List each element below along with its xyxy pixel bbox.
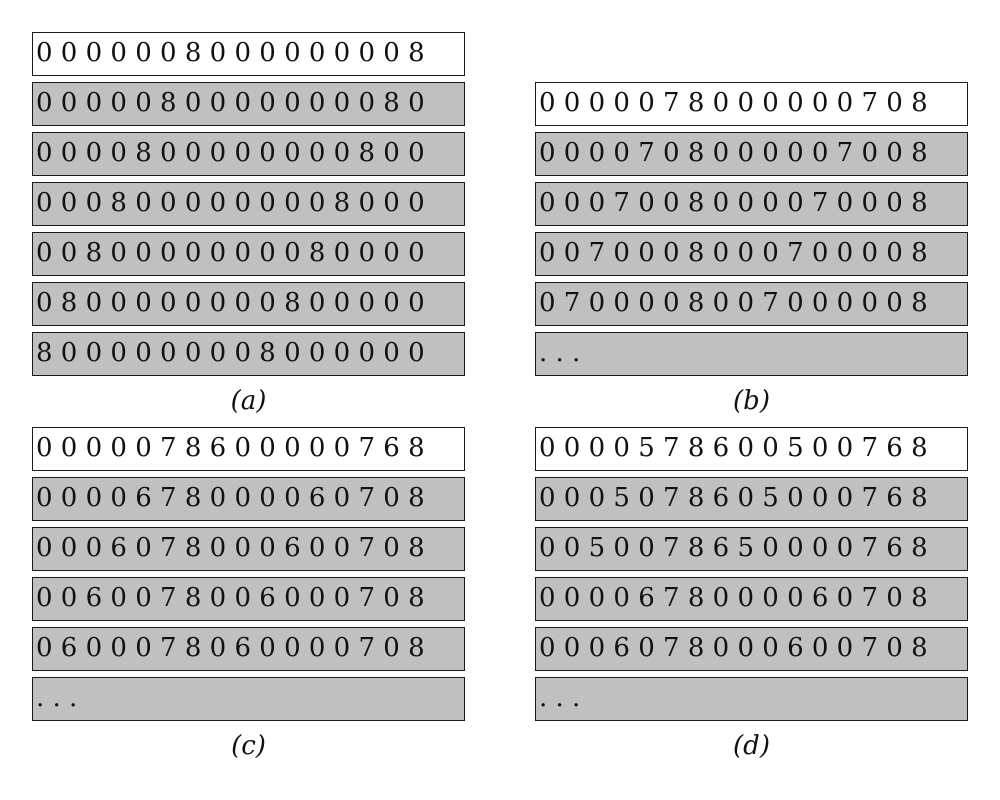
sequence-row: 0 0 0 6 0 7 8 0 0 0 6 0 0 7 0 8	[535, 627, 968, 671]
sequence-row: 0 7 0 0 0 0 8 0 0 7 0 0 0 0 0 8	[535, 282, 968, 326]
header-row: 0 0 0 0 0 7 8 6 0 0 0 0 0 7 6 8	[32, 427, 465, 471]
ellipsis-row: . . .	[32, 677, 465, 721]
sequence-row: 0 0 0 6 0 7 8 0 0 0 6 0 0 7 0 8	[32, 527, 465, 571]
sequence-row: 0 0 0 8 0 0 0 0 0 0 0 0 8 0 0 0	[32, 182, 465, 226]
sequence-row: 0 0 0 0 8 0 0 0 0 0 0 0 0 8 0 0	[32, 132, 465, 176]
header-row: 0 0 0 0 5 7 8 6 0 0 5 0 0 7 6 8	[535, 427, 968, 471]
caption-d: (d)	[733, 731, 770, 761]
sequence-row: 0 0 6 0 0 7 8 0 0 6 0 0 0 7 0 8	[32, 577, 465, 621]
sequence-row: 0 0 0 0 6 7 8 0 0 0 0 6 0 7 0 8	[32, 477, 465, 521]
caption-b: (b)	[733, 386, 770, 416]
ellipsis-row: . . .	[535, 677, 968, 721]
sequence-row: 0 6 0 0 0 7 8 0 6 0 0 0 0 7 0 8	[32, 627, 465, 671]
sequence-row: 0 0 0 0 0 8 0 0 0 0 0 0 0 0 8 0	[32, 82, 465, 126]
sequence-row: 0 0 0 0 6 7 8 0 0 0 0 6 0 7 0 8	[535, 577, 968, 621]
sequence-row: 8 0 0 0 0 0 0 0 0 8 0 0 0 0 0 0	[32, 332, 465, 376]
sequence-row: 0 8 0 0 0 0 0 0 0 0 8 0 0 0 0 0	[32, 282, 465, 326]
caption-c: (c)	[231, 731, 266, 761]
panel-c: 0 0 0 0 0 7 8 6 0 0 0 0 0 7 6 8 0 0 0 0 …	[32, 427, 465, 727]
ellipsis-row: . . .	[535, 332, 968, 376]
panel-b: 0 0 0 0 0 7 8 0 0 0 0 0 0 7 0 8 0 0 0 0 …	[535, 82, 968, 382]
sequence-row: 0 0 7 0 0 0 8 0 0 0 7 0 0 0 0 8	[535, 232, 968, 276]
sequence-row: 0 0 0 0 7 0 8 0 0 0 0 0 7 0 0 8	[535, 132, 968, 176]
header-row: 0 0 0 0 0 7 8 0 0 0 0 0 0 7 0 8	[535, 82, 968, 126]
sequence-row: 0 0 8 0 0 0 0 0 0 0 0 8 0 0 0 0	[32, 232, 465, 276]
header-row: 0 0 0 0 0 0 8 0 0 0 0 0 0 0 0 8	[32, 32, 465, 76]
sequence-row: 0 0 0 7 0 0 8 0 0 0 0 7 0 0 0 8	[535, 182, 968, 226]
sequence-row: 0 0 5 0 0 7 8 6 5 0 0 0 0 7 6 8	[535, 527, 968, 571]
panel-a: 0 0 0 0 0 0 8 0 0 0 0 0 0 0 0 8 0 0 0 0 …	[32, 32, 465, 382]
sequence-row: 0 0 0 5 0 7 8 6 0 5 0 0 0 7 6 8	[535, 477, 968, 521]
caption-a: (a)	[230, 386, 267, 416]
panel-d: 0 0 0 0 5 7 8 6 0 0 5 0 0 7 6 8 0 0 0 5 …	[535, 427, 968, 727]
